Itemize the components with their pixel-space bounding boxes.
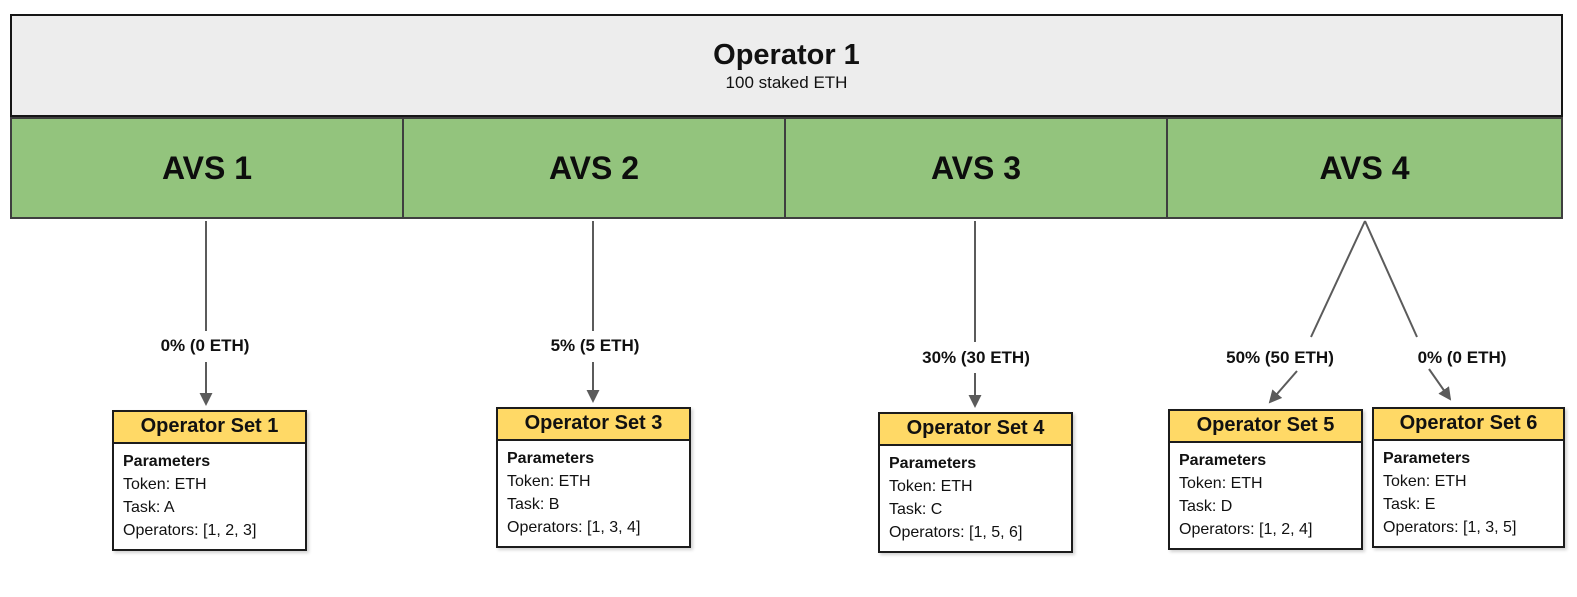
param-token: Token: ETH <box>123 476 207 493</box>
param-operators: Operators: [1, 2, 3] <box>123 522 257 539</box>
params-heading: Parameters <box>889 455 977 472</box>
param-operators: Operators: [1, 5, 6] <box>889 524 1023 541</box>
param-task: Task: B <box>507 496 560 513</box>
avs-cell-3: AVS 3 <box>784 119 1166 217</box>
avs-label-1: AVS 1 <box>161 149 253 186</box>
operator-set-title: Operator Set 5 <box>1170 411 1361 443</box>
params-heading: Parameters <box>123 453 211 470</box>
avs-label-2: AVS 2 <box>548 149 640 186</box>
param-task: Task: C <box>889 501 943 518</box>
operator-set-title: Operator Set 1 <box>114 412 305 444</box>
avs-cell-2: AVS 2 <box>402 119 784 217</box>
params-heading: Parameters <box>1179 452 1267 469</box>
param-token: Token: ETH <box>507 473 591 490</box>
allocation-label-avs4-right: 0% (0 ETH) <box>1414 348 1510 368</box>
param-task: Task: D <box>1179 498 1233 515</box>
param-operators: Operators: [1, 3, 4] <box>507 519 641 536</box>
allocation-label-avs2: 5% (5 ETH) <box>547 336 643 356</box>
operator-set-title: Operator Set 3 <box>498 409 689 441</box>
operator-box: Operator 1 100 staked ETH <box>10 14 1563 117</box>
operator-set-title: Operator Set 6 <box>1374 409 1563 441</box>
operator-set-card-4: Operator Set 4 Parameters Token: ETH Tas… <box>878 412 1073 553</box>
avs-label-4: AVS 4 <box>1319 149 1410 186</box>
param-operators: Operators: [1, 3, 5] <box>1383 519 1517 536</box>
param-token: Token: ETH <box>1179 475 1263 492</box>
avs-cell-4: AVS 4 <box>1166 119 1561 217</box>
operator-stake: 100 staked ETH <box>725 72 848 92</box>
arrow-avs4-to-set6 <box>1364 220 1452 401</box>
param-token: Token: ETH <box>1383 473 1467 490</box>
avs-label-3: AVS 3 <box>930 149 1022 186</box>
param-task: Task: E <box>1383 496 1436 513</box>
arrow-avs4-to-set5 <box>1268 220 1366 404</box>
param-token: Token: ETH <box>889 478 973 495</box>
param-task: Task: A <box>123 499 175 516</box>
params-heading: Parameters <box>507 450 595 467</box>
allocation-label-avs3: 30% (30 ETH) <box>919 348 1033 368</box>
operator-set-params: Parameters Token: ETH Task: B Operators:… <box>498 441 689 546</box>
operator-set-params: Parameters Token: ETH Task: C Operators:… <box>880 446 1071 551</box>
operator-set-params: Parameters Token: ETH Task: D Operators:… <box>1170 443 1361 548</box>
operator-set-title: Operator Set 4 <box>880 414 1071 446</box>
operator-set-card-6: Operator Set 6 Parameters Token: ETH Tas… <box>1372 407 1565 548</box>
operator-set-params: Parameters Token: ETH Task: E Operators:… <box>1374 441 1563 546</box>
operator-set-card-1: Operator Set 1 Parameters Token: ETH Tas… <box>112 410 307 551</box>
operator-set-card-3: Operator Set 3 Parameters Token: ETH Tas… <box>496 407 691 548</box>
avs-row: AVS 1 AVS 2 AVS 3 AVS 4 <box>10 117 1563 219</box>
allocation-label-avs1: 0% (0 ETH) <box>157 336 253 356</box>
params-heading: Parameters <box>1383 450 1471 467</box>
avs-cell-1: AVS 1 <box>12 119 402 217</box>
operator-title: Operator 1 <box>713 38 860 71</box>
operator-set-params: Parameters Token: ETH Task: A Operators:… <box>114 444 305 549</box>
allocation-label-avs4-left: 50% (50 ETH) <box>1223 348 1337 368</box>
operator-set-card-5: Operator Set 5 Parameters Token: ETH Tas… <box>1168 409 1363 550</box>
param-operators: Operators: [1, 2, 4] <box>1179 521 1313 538</box>
